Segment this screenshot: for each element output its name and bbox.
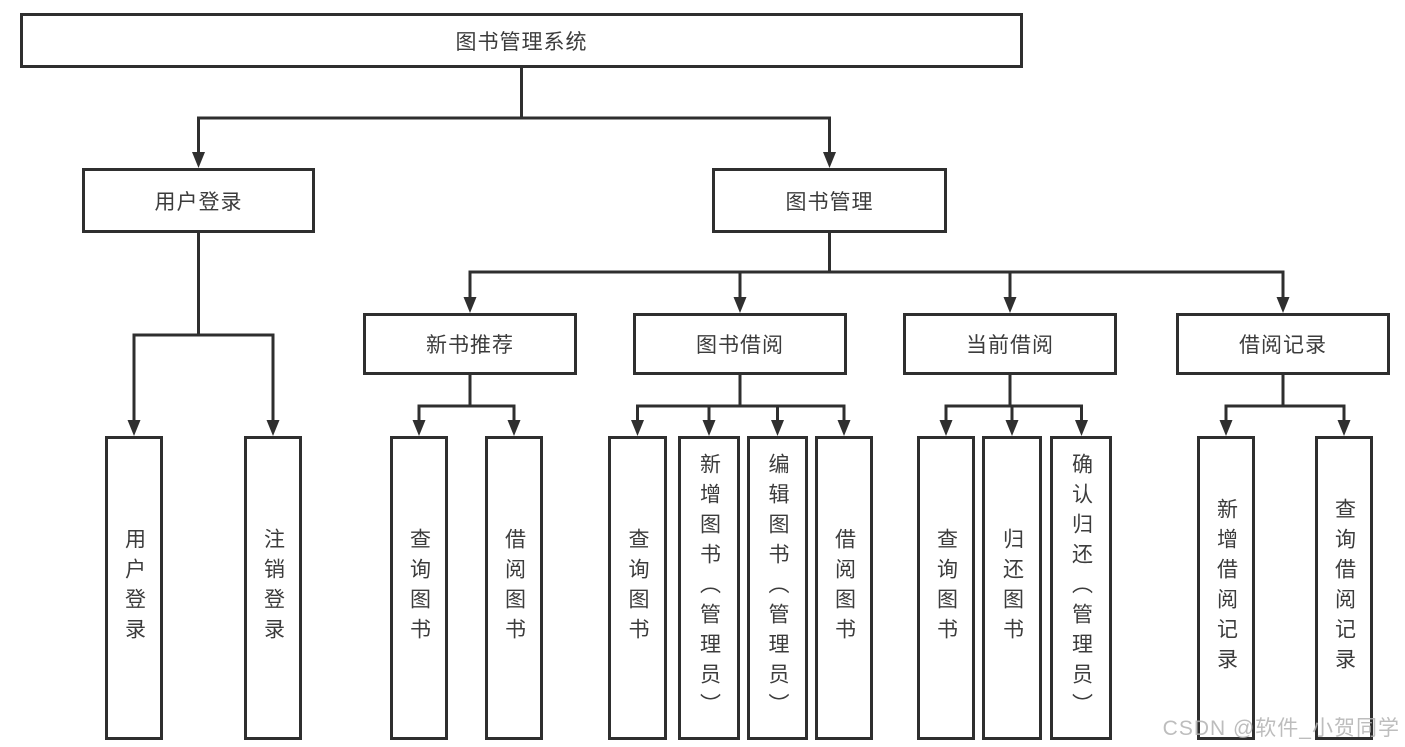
- node-label: 当前借阅: [966, 334, 1054, 357]
- node-label: 借阅图书: [832, 528, 856, 648]
- node-book-mgmt: 图书管理: [712, 168, 947, 233]
- node-borrow-record: 借阅记录: [1176, 313, 1390, 375]
- node-label: 查询图书: [626, 528, 649, 648]
- csdn-watermark: CSDN @软件_小贺同学: [1162, 717, 1400, 740]
- node-label: 新书推荐: [426, 334, 514, 357]
- node-leaf-bb-edit: 编辑图书（管理员）: [747, 436, 808, 740]
- node-label: 借阅记录: [1239, 334, 1327, 357]
- node-leaf-cb-confirm: 确认归还（管理员）: [1050, 436, 1112, 740]
- node-leaf-nb-query: 查询图书: [390, 436, 448, 740]
- node-leaf-bb-query: 查询图书: [608, 436, 667, 740]
- node-leaf-br-query: 查询借阅记录: [1315, 436, 1373, 740]
- node-new-book: 新书推荐: [363, 313, 577, 375]
- node-leaf-nb-borrow: 借阅图书: [485, 436, 543, 740]
- node-user-login: 用户登录: [82, 168, 315, 233]
- node-label: 用户登录: [154, 190, 243, 214]
- node-leaf-bb-add: 新增图书（管理员）: [678, 436, 740, 740]
- node-label: 图书借阅: [696, 334, 784, 357]
- node-root: 图书管理系统: [20, 13, 1023, 68]
- node-label: 新增图书（管理员）: [697, 453, 721, 723]
- node-label: 查询图书: [407, 528, 431, 648]
- node-label: 确认归还（管理员）: [1069, 453, 1093, 723]
- node-leaf-br-add: 新增借阅记录: [1197, 436, 1255, 740]
- node-label: 归还图书: [1000, 528, 1024, 648]
- node-label: 查询借阅记录: [1332, 498, 1356, 678]
- node-label: 图书管理系统: [455, 30, 588, 54]
- node-leaf-logout: 注销登录: [244, 436, 302, 740]
- node-label: 注销登录: [261, 528, 285, 648]
- node-label: 用户登录: [122, 528, 146, 648]
- node-label: 借阅图书: [502, 528, 526, 648]
- node-leaf-user-login: 用户登录: [105, 436, 163, 740]
- node-label: 图书管理: [785, 190, 874, 214]
- node-label: 新增借阅记录: [1214, 498, 1238, 678]
- node-current-borrow: 当前借阅: [903, 313, 1117, 375]
- node-book-borrow: 图书借阅: [633, 313, 847, 375]
- node-leaf-bb-borrow: 借阅图书: [815, 436, 873, 740]
- node-leaf-cb-return: 归还图书: [982, 436, 1042, 740]
- node-leaf-cb-query: 查询图书: [917, 436, 975, 740]
- node-label: 查询图书: [934, 528, 958, 648]
- node-label: 编辑图书（管理员）: [766, 453, 789, 723]
